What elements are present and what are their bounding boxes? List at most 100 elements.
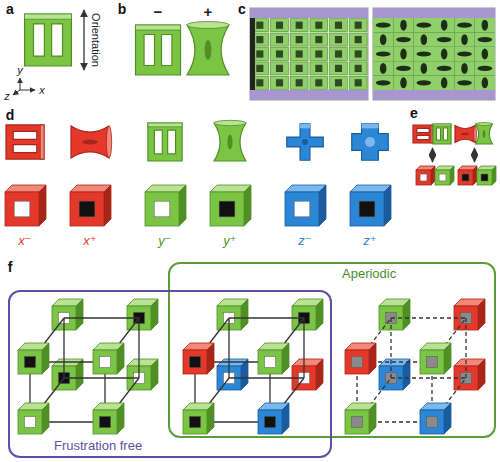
cube-symbol [379,299,410,330]
photo-ground [373,8,495,100]
sample-photo [250,8,368,100]
photo-hole [256,79,263,86]
cell-highlight [40,125,44,159]
unit-cell-shape [433,124,451,144]
region-outline: Aperiodic [168,262,496,438]
photo-cell [271,76,289,89]
photo-hole [380,34,387,45]
photo-cell [290,33,308,46]
panel-letter: a [6,2,14,17]
axis-label: Orientation [90,13,102,67]
photo-cell [271,33,289,46]
photo-hole [315,79,322,86]
cell-highlight [187,22,229,29]
lattice-link [465,318,466,378]
photo-hole [256,36,263,43]
cell-type-label: x⁻ [18,234,31,248]
photo-cell [373,76,393,90]
cube-front [345,350,369,374]
cube-symbol [217,299,248,330]
photo-hole [256,50,263,57]
photo-cell [271,19,289,32]
compression-plate [373,8,495,18]
cube-symbol [379,359,410,390]
cell-hole [227,134,232,149]
cube-window [351,356,362,367]
lattice-link [64,377,139,378]
cell-body [352,124,388,160]
cube-window [24,356,35,367]
cube-window [462,174,469,181]
photo-cell [330,62,348,75]
photo-cell [271,48,289,61]
photo-hole [441,49,448,60]
cube-side [179,185,186,226]
photo-hole [296,50,303,57]
cube-window [294,201,310,217]
orientation-arrow [83,10,84,70]
cell-type-label: z⁻ [298,234,311,248]
cube-side [207,403,214,434]
photo-cell [454,47,474,61]
cube-symbol [458,166,477,185]
photo-hole [355,65,362,72]
cell-body [187,25,229,75]
photo-hole [315,50,322,57]
photo-hole [461,63,468,74]
cube-window [14,201,30,217]
cube-side [76,359,83,390]
photo-cell [434,32,454,46]
cube-symbol [420,403,451,434]
cell-hole [82,139,97,144]
photo-cell [349,76,367,89]
region-label: Frustration free [54,439,142,454]
photo-hole [400,77,407,88]
cube-window [189,356,200,367]
photo-cell [475,61,495,75]
photo-hole [276,22,283,29]
cube-window [426,356,437,367]
photo-hole [256,22,263,29]
cube-front [458,170,473,185]
cube-window [359,201,375,217]
photo-cell [414,18,434,32]
photo-cell [393,18,413,32]
cube-symbol [183,343,214,374]
compatibility-arrow [432,148,433,162]
cube-side [369,343,376,374]
cube-front [285,192,319,226]
cell-highlight [148,123,182,127]
photo-cell [349,62,367,75]
lattice-link [391,377,466,378]
cube-front [258,350,282,374]
cube-window [264,356,275,367]
photo-cell [434,61,454,75]
cube-side [42,343,49,374]
cube-symbol [127,299,158,330]
lattice-link [390,318,391,378]
photo-cell [434,47,454,61]
photo-cell [454,61,474,75]
photo-cell [414,61,434,75]
cube-window [439,174,446,181]
cube-front [93,410,117,434]
cell-core [302,139,308,145]
photo-hole [296,36,303,43]
cube-symbol [435,166,454,185]
cube-front [416,170,431,185]
cube-symbol [416,166,435,185]
photo-hole [315,65,322,72]
photo-cell [310,76,328,89]
photo-hole [421,63,428,74]
cell-body [136,25,181,75]
cube-window [264,416,275,427]
cube-symbol [420,343,451,374]
photo-cell [373,47,393,61]
photo-hole [335,79,342,86]
compatibility-arrow [474,148,475,162]
axis-label: x [39,84,45,96]
photo-cell [373,32,393,46]
cube-symbol [350,185,391,226]
